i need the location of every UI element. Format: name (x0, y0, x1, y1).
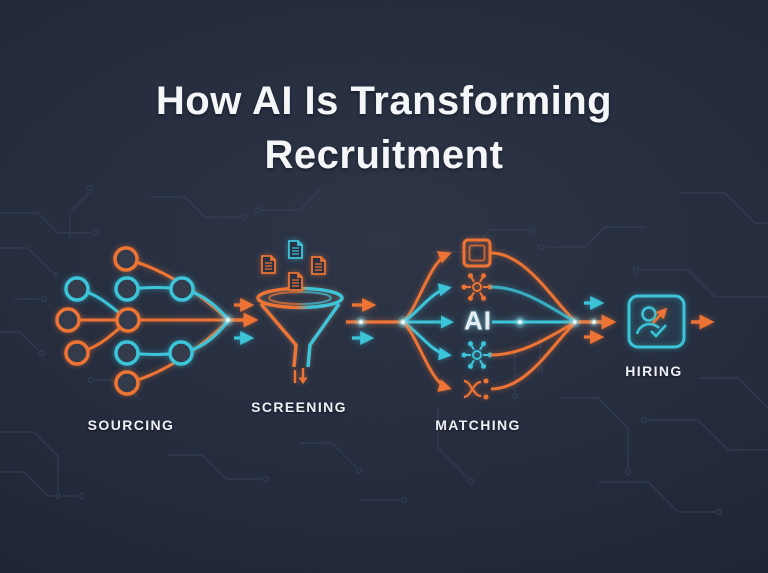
glow-dot (569, 316, 581, 328)
growth-arrow-icon (652, 307, 668, 324)
arrow-icon (401, 320, 452, 392)
circuit-trace (0, 184, 768, 516)
stage-label-screening: SCREENING (251, 399, 347, 415)
arrow-icon (401, 251, 452, 324)
matching-fan-in-lines (401, 251, 454, 392)
matching-icons (461, 238, 493, 400)
document-icon (288, 240, 303, 259)
document-icons (261, 240, 326, 291)
hub-icon (461, 341, 493, 369)
flow-arrows-sourcing-to-screening (230, 297, 259, 346)
stage-label-matching: MATCHING (435, 417, 521, 433)
ai-label: AI (464, 305, 492, 336)
sourcing-network-icon (55, 246, 230, 396)
source-node-teal (64, 276, 195, 366)
hub-icon (461, 273, 493, 301)
glow-dot (397, 316, 409, 328)
document-icon (261, 255, 276, 274)
stage-label-hiring: HIRING (625, 363, 683, 379)
source-node-orange (55, 246, 141, 396)
glow-dot (355, 316, 367, 328)
matching-merge-lines (490, 251, 576, 391)
glow-dots (222, 314, 599, 328)
sourcing-orange-links (68, 257, 230, 385)
document-icon (311, 256, 326, 275)
arrow-icon (402, 283, 452, 324)
document-icon (288, 272, 303, 291)
title-line-2: Recruitment (264, 133, 504, 177)
flow-arrows-screening-to-matching (346, 297, 403, 346)
funnel-drip-arrow-icon (293, 368, 308, 384)
funnel-icon (256, 286, 344, 384)
check-icon (650, 324, 667, 338)
person-check-icon (635, 306, 668, 338)
shuffle-icon (463, 378, 489, 400)
stage-label-sourcing: SOURCING (87, 417, 175, 433)
arrow-icon (402, 320, 452, 361)
title-line-1: How AI Is Transforming (155, 79, 613, 123)
glow-dot (222, 314, 234, 326)
glow-dot (514, 316, 526, 328)
page-title: How AI Is Transforming Recruitment (0, 74, 768, 182)
glow-dot (589, 317, 599, 327)
hiring-box (627, 294, 686, 349)
square-icon (462, 238, 492, 268)
